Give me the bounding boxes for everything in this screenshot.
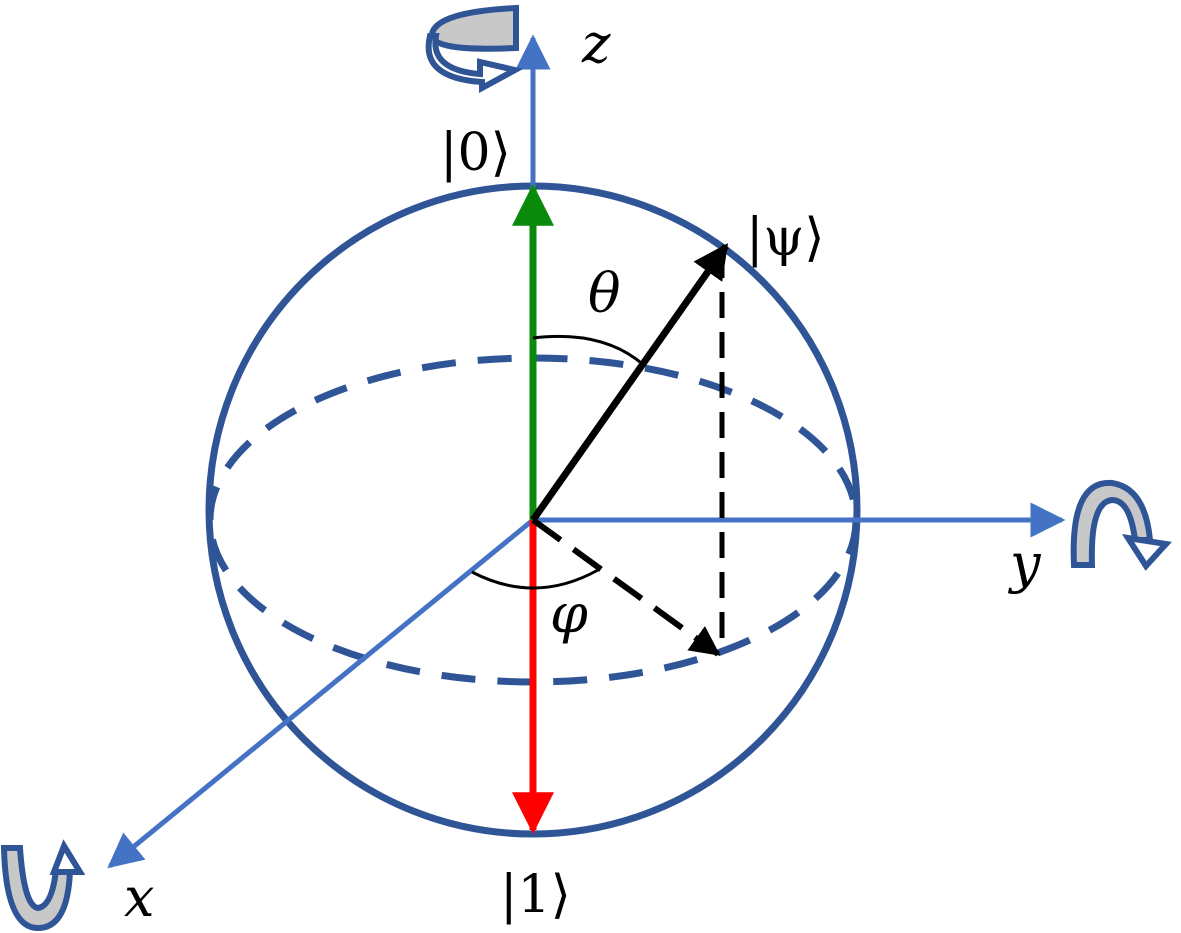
y-rotation-icon <box>1070 479 1172 571</box>
x-axis <box>107 518 535 869</box>
one-state-label: |1⟩ <box>500 865 571 925</box>
psi-equatorial-projection <box>531 517 721 657</box>
psi-state-vector <box>530 243 729 523</box>
theta-arc <box>532 334 641 364</box>
phi-arc <box>471 568 599 590</box>
x-axis-label: x <box>124 866 154 929</box>
psi-state-label: |ψ⟩ <box>746 208 825 268</box>
phi-label: φ <box>550 582 588 645</box>
y-axis-label: y <box>1008 532 1042 595</box>
x-rotation-icon <box>0 839 86 932</box>
z-rotation-icon <box>425 4 524 94</box>
theta-label: θ <box>588 262 621 325</box>
z-axis-label: z <box>581 12 611 75</box>
zero-state-label: |0⟩ <box>440 123 511 183</box>
